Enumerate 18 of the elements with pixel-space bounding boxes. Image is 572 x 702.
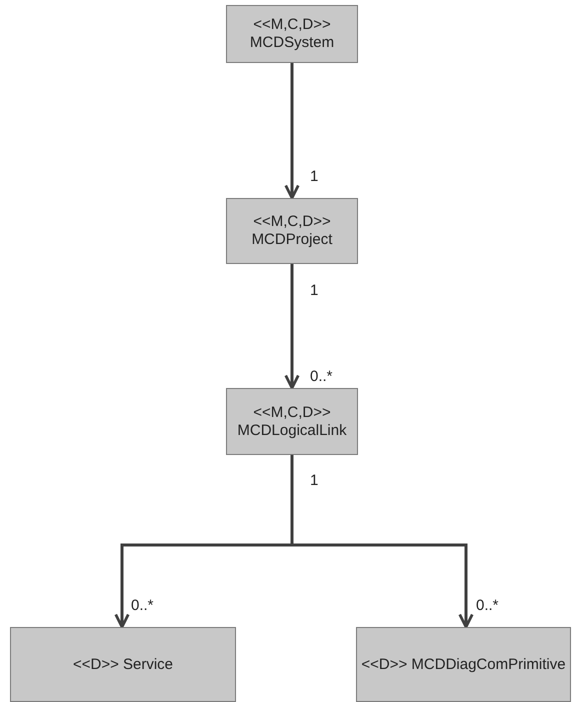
multiplicity-label: 0..* xyxy=(131,597,154,615)
class-box xyxy=(226,5,358,63)
class-name: <<D>> Service xyxy=(72,656,174,674)
multiplicity-label: 0..* xyxy=(310,368,333,386)
arrow xyxy=(284,264,300,390)
class-box xyxy=(10,627,236,702)
multiplicity-label: 1 xyxy=(310,282,318,300)
class-box xyxy=(226,388,358,455)
multiplicity-label: 1 xyxy=(310,472,318,490)
class-name: <<M,C,D>> MCDSystem xyxy=(248,16,336,52)
multiplicity-label: 1 xyxy=(310,168,318,186)
multiplicity-label: 0..* xyxy=(476,597,499,615)
class-box xyxy=(226,198,358,264)
class-name: <<M,C,D>> MCDProject xyxy=(250,213,334,249)
arrow xyxy=(284,63,300,200)
class-name: <<D>> MCDDiagComPrimitive xyxy=(361,656,566,674)
class-box xyxy=(356,627,571,702)
class-name: <<M,C,D>> MCDLogicalLink xyxy=(236,404,348,440)
